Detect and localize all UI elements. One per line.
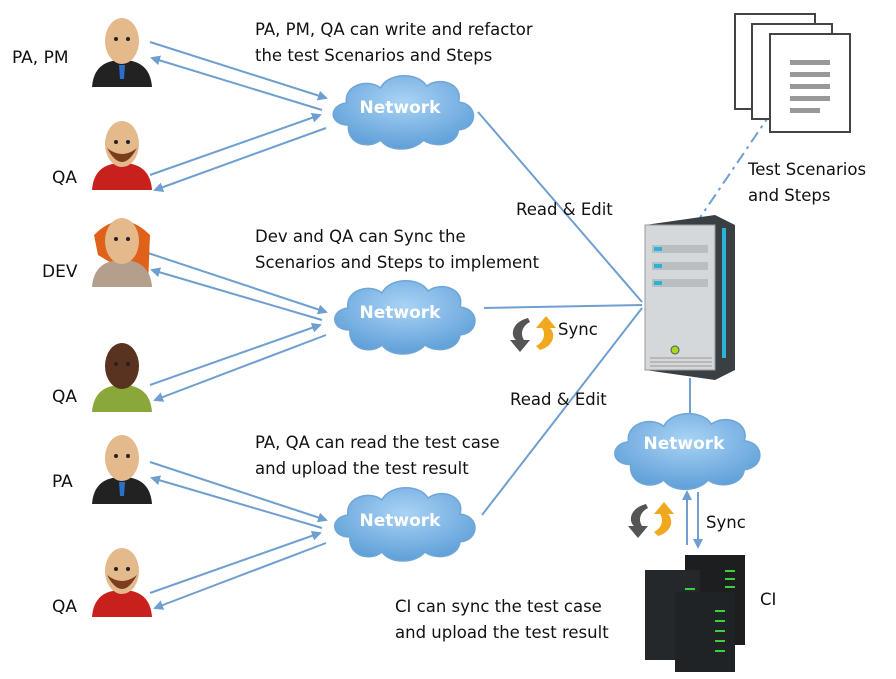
arrow [153, 127, 327, 192]
arrow [149, 461, 328, 523]
arrow [153, 542, 327, 610]
caption-line: Scenarios and Steps to implement [255, 253, 540, 273]
sync-icon [510, 316, 556, 352]
caption-line: and upload the test result [395, 623, 609, 643]
caption-line: PA, QA can read the test case [255, 433, 500, 452]
person-avatar-icon [92, 18, 152, 87]
actor-label: QA [52, 597, 78, 617]
actor-label: QA [52, 168, 78, 188]
arrow [149, 41, 328, 101]
caption-line: and upload the test result [255, 459, 469, 479]
arrow [150, 267, 323, 321]
person-avatar-icon [92, 435, 152, 504]
read-edit-label: Read & Edit [516, 200, 613, 219]
arrow [149, 530, 322, 594]
sync-label: Sync [558, 320, 598, 339]
actor-label: PA [52, 472, 73, 492]
avatars [92, 18, 152, 617]
network-label: Network [359, 98, 441, 118]
server-icon [644, 215, 735, 380]
arrow [149, 112, 322, 176]
actor-label: PA, PM [12, 48, 69, 68]
arrow [147, 252, 328, 315]
person-avatar-icon [92, 218, 152, 287]
caption-group1: PA, PM, QA can write and refactor the te… [255, 17, 533, 70]
caption-line: Dev and QA can Sync the [255, 227, 466, 246]
arrow [150, 55, 323, 111]
documents-label: Test Scenarios and Steps [748, 157, 866, 210]
caption-group2: Dev and QA can Sync the Scenarios and St… [255, 224, 539, 277]
person-avatar-icon [92, 548, 152, 617]
caption-line: CI can sync the test case [395, 597, 602, 616]
actor-arrows [147, 41, 328, 610]
caption-ci: CI can sync the test case and upload the… [395, 594, 609, 647]
caption-group3: PA, QA can read the test case and upload… [255, 430, 500, 483]
link-line [477, 111, 643, 303]
caption-line: Test Scenarios [748, 160, 867, 179]
person-avatar-icon [92, 121, 152, 190]
network-label: Network [359, 303, 441, 323]
network-label: Network [359, 511, 441, 531]
sync-icon [628, 502, 674, 538]
ci-servers-icon [645, 555, 745, 672]
link-line [483, 304, 643, 309]
caption-line: and Steps [748, 186, 831, 206]
actor-label: DEV [42, 262, 78, 282]
sync-label: Sync [706, 513, 746, 532]
ci-label: CI [760, 590, 777, 609]
network-label: Network [643, 434, 725, 454]
link-line [481, 307, 643, 516]
caption-line: PA, PM, QA can write and refactor [255, 20, 533, 39]
read-edit-label: Read & Edit [510, 390, 607, 409]
arrow [149, 322, 322, 386]
server-links [477, 81, 793, 549]
caption-line: the test Scenarios and Steps [255, 46, 493, 66]
arrow [150, 475, 323, 529]
documents-icon [734, 13, 851, 133]
arrow [153, 334, 327, 402]
person-avatar-icon [92, 343, 152, 412]
actor-label: QA [52, 387, 78, 407]
